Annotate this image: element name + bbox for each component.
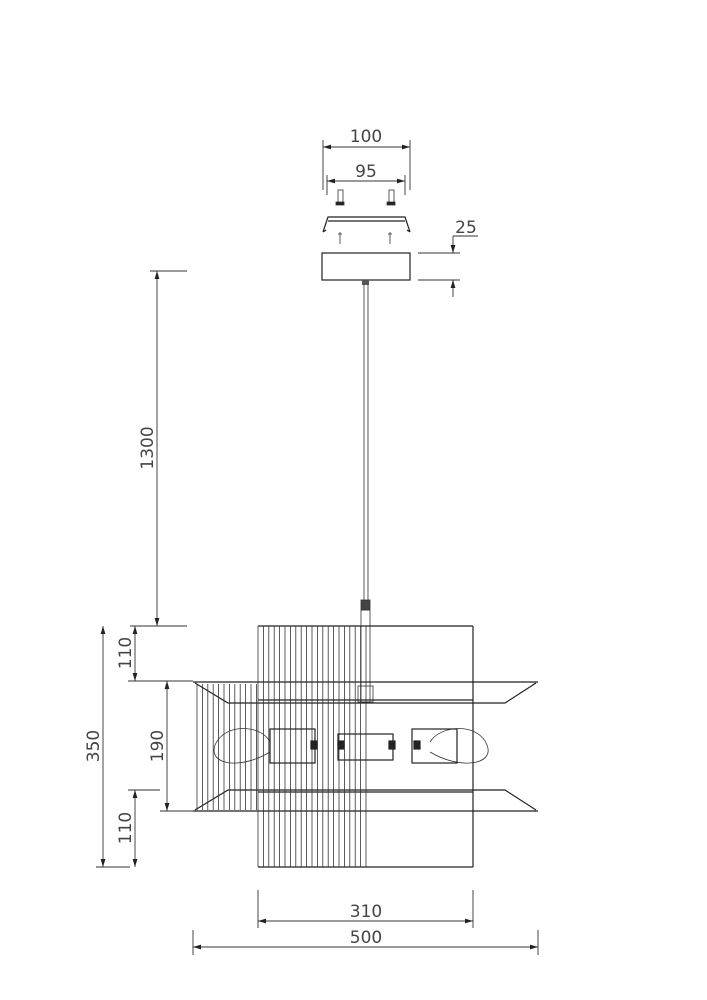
inner-frame [258, 625, 474, 868]
mounting-hardware [321, 189, 411, 285]
dimension-lines [96, 140, 539, 955]
dim-canopy-height: 25 [455, 218, 477, 238]
dim-bracket-width: 95 [355, 162, 377, 182]
vertical-slats [196, 626, 367, 867]
cord-grip [362, 280, 369, 285]
lamp-shade [193, 625, 538, 868]
dim-middle-section: 190 [148, 730, 168, 762]
dimension-labels: 100 95 25 1300 350 110 190 110 310 500 [84, 127, 477, 948]
dim-bottom-section: 110 [116, 812, 136, 844]
canopy [321, 252, 411, 281]
dim-total-height: 350 [84, 730, 104, 762]
dim-canopy-width: 100 [350, 127, 382, 147]
dim-inner-width: 310 [350, 902, 382, 922]
socket-icon [269, 728, 458, 764]
suspension-rod [357, 285, 374, 703]
mounting-bracket [322, 216, 411, 233]
dim-top-section: 110 [116, 637, 136, 669]
dim-total-width: 500 [350, 928, 382, 948]
screw-icon [338, 232, 392, 244]
dim-cord-length: 1300 [138, 426, 158, 469]
outer-frame [193, 681, 538, 812]
wall-plug-icon [335, 189, 396, 206]
